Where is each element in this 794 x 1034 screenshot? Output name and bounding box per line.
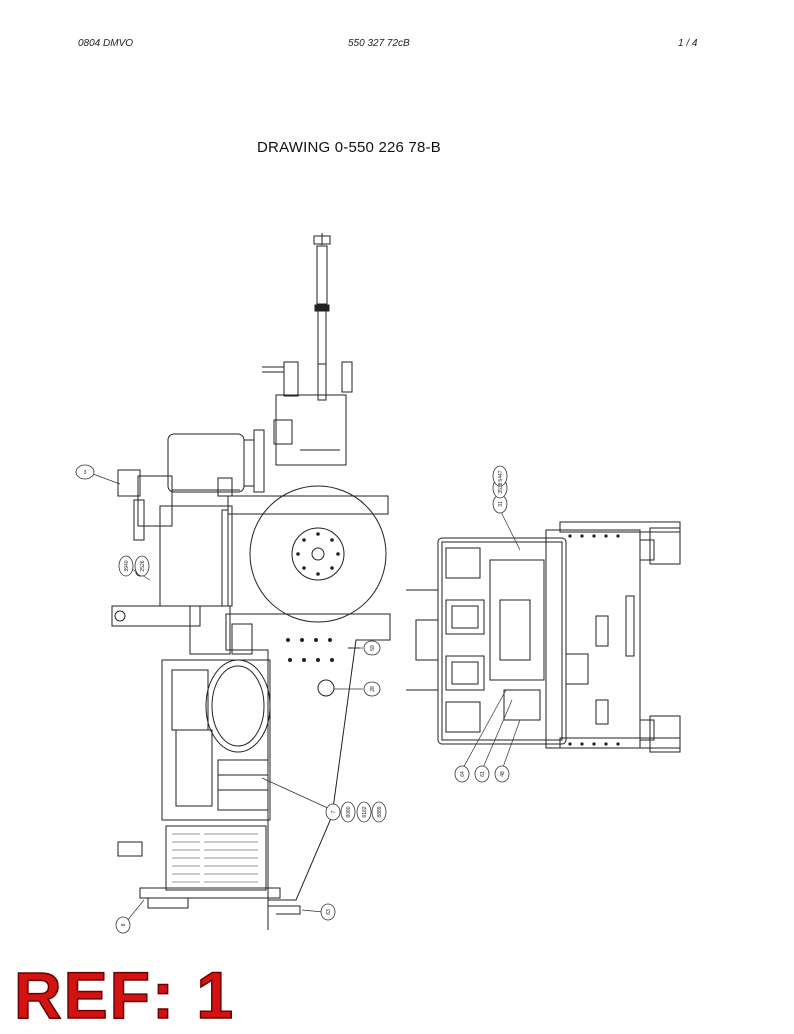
callout-label: 8182	[362, 806, 368, 817]
callout-label: 28	[370, 686, 376, 692]
drawing-title: DRAWING 0-550 226 78-B	[257, 139, 441, 156]
document-reference: 0804 DMVO	[78, 38, 134, 49]
callout-label: 48	[500, 771, 506, 777]
reference-label: REF: 1	[13, 958, 236, 1032]
callout-label: 8889	[377, 806, 383, 817]
top-view	[406, 521, 681, 753]
callout-label: 63	[326, 909, 332, 915]
callout-label: 3940	[124, 560, 130, 571]
callout-label: 59	[370, 645, 376, 651]
callout-label: 3538	[498, 482, 504, 493]
document-number: 550 327 72cB	[348, 38, 410, 49]
page-indicator: 1 / 4	[678, 38, 698, 49]
callout-label: 64	[460, 771, 466, 777]
side-view	[111, 233, 391, 930]
callout-label: 31	[498, 501, 504, 507]
callout-label: 3	[84, 470, 87, 476]
callout-label: 8080	[346, 806, 352, 817]
callout-label: 61	[480, 771, 486, 777]
callout-label: 7	[331, 810, 337, 813]
callout-label: 2526	[140, 560, 146, 571]
callout-label: 5447	[498, 470, 504, 481]
callout-label: 8	[121, 923, 127, 926]
